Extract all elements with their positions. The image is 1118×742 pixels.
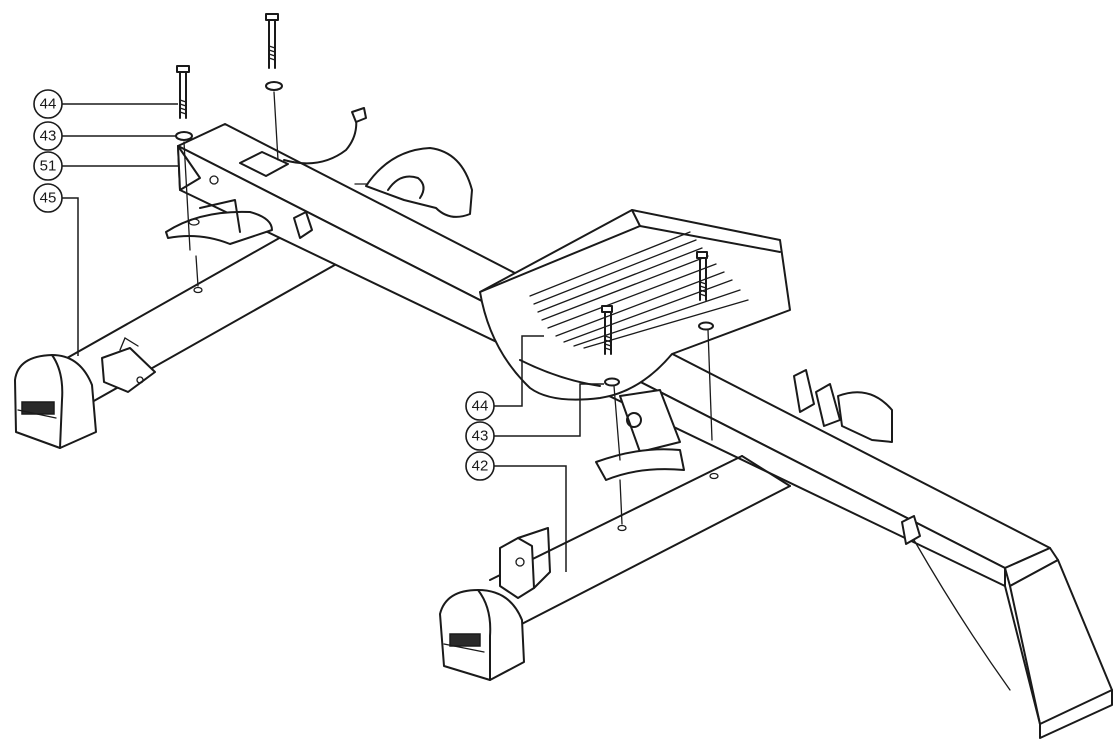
callout-label: 44 xyxy=(40,96,57,113)
callout-44-rear: 44 xyxy=(33,89,63,119)
front-stabilizer xyxy=(489,455,791,631)
rear-left-end-cap xyxy=(14,354,97,449)
callout-label: 43 xyxy=(40,128,57,145)
bolts-and-washers xyxy=(175,13,719,532)
callout-43-seat: 43 xyxy=(465,421,495,451)
callout-51: 51 xyxy=(33,151,63,181)
callout-44-seat: 44 xyxy=(465,391,495,421)
rail-clips xyxy=(293,211,1011,691)
callout-45: 45 xyxy=(33,183,63,213)
callout-label: 43 xyxy=(472,428,489,445)
callout-label: 42 xyxy=(472,458,489,475)
callout-43-rear: 43 xyxy=(33,121,63,151)
seat xyxy=(479,209,791,401)
callout-42: 42 xyxy=(465,451,495,481)
rear-roller-bracket xyxy=(354,147,473,218)
rear-stabilizer xyxy=(59,231,341,403)
seat-bolt-right xyxy=(696,251,719,480)
rear-axle-plate xyxy=(165,199,273,245)
front-left-end-cap xyxy=(439,589,525,681)
callout-label: 44 xyxy=(472,398,489,415)
callout-leaders xyxy=(62,103,604,572)
front-end-housing xyxy=(1004,547,1113,739)
sensor-cable xyxy=(283,117,358,165)
rear-bolt-44 xyxy=(175,65,203,294)
seat-bolt-left xyxy=(601,305,627,532)
callout-label: 51 xyxy=(40,158,57,175)
rail-bolt xyxy=(265,13,283,161)
seat-carriage xyxy=(595,389,685,481)
callout-label: 45 xyxy=(40,190,57,207)
front-right-brackets xyxy=(793,369,893,443)
